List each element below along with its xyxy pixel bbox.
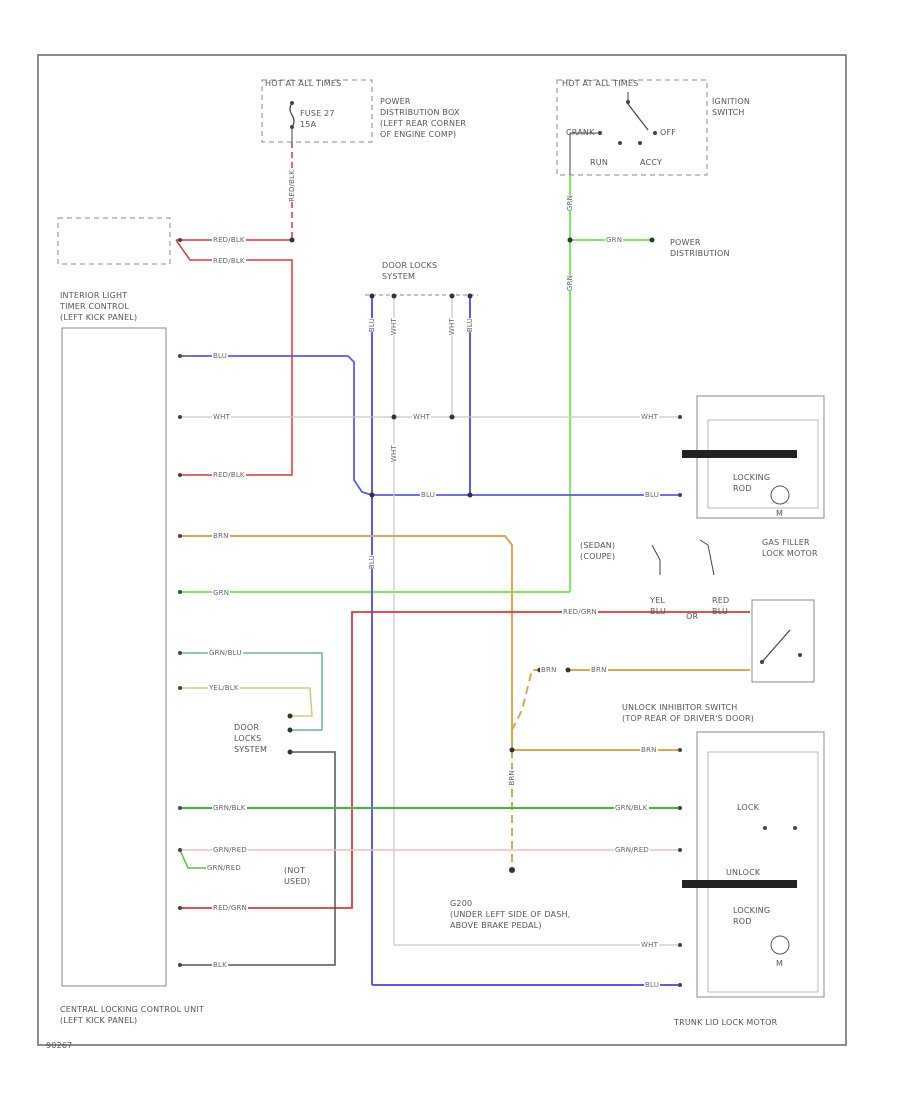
ignition-switch-label: IGNITION SWITCH — [712, 97, 751, 117]
wire-label-wht-4: WHT — [640, 940, 660, 951]
wire-label-grn-blk-1: GRN/BLK — [212, 803, 247, 814]
wire-label-brn-vertical: BRN — [507, 770, 518, 786]
motor-m-bottom: M — [776, 959, 784, 968]
wire-label-red-blk-2: RED/BLK — [212, 256, 246, 267]
wire-label-wht-3: WHT — [640, 412, 660, 423]
wire-label-grn-blu: GRN/BLU — [208, 648, 243, 659]
locking-rod-bar-bottom — [682, 880, 797, 888]
wire-label-brn-2: BRN — [590, 665, 608, 676]
locking-rod-label-bottom: LOCKING ROD — [733, 906, 771, 926]
wire-label-or: OR — [686, 612, 699, 621]
gas-filler-motor-box — [751, 599, 815, 683]
trunk-lid-motor-label: TRUNK LID LOCK MOTOR — [674, 1018, 778, 1027]
unlock-inhibitor-label: UNLOCK INHIBITOR SWITCH (TOP REAR OF DRI… — [622, 703, 755, 723]
wire-label-brn-3: BRN — [640, 745, 658, 756]
not-used-label: (NOT USED) — [284, 866, 311, 886]
motor-m-top: M — [776, 509, 784, 518]
wire-grn-ignition — [180, 175, 655, 593]
power-distribution-box-label: POWER DISTRIBUTION BOX (LEFT REAR CORNER… — [380, 97, 467, 139]
ignition-accy-label: ACCY — [640, 158, 663, 167]
diagram-frame — [37, 54, 847, 1046]
wire-label-yel-blu: YEL BLU — [650, 596, 667, 616]
wire-label-blu-vertical-1: BLU — [367, 318, 378, 333]
right-terminals — [678, 415, 682, 987]
wire-label-grn-vertical-1: GRN — [565, 195, 576, 212]
fuse-27-label: FUSE 27 15A — [300, 109, 335, 129]
wire-label-wht-vertical-3: WHT — [389, 445, 400, 463]
ignition-hot-label: HOT AT ALL TIMES — [562, 79, 639, 88]
wire-label-wht-vertical-2: WHT — [447, 318, 458, 336]
ignition-off-label: OFF — [660, 128, 677, 137]
wire-label-wht-1: WHT — [212, 412, 232, 423]
wire-label-blk: BLK — [212, 960, 228, 971]
wire-red-grn — [180, 611, 750, 909]
wire-blu — [180, 296, 680, 986]
wire-label-brn-4: BRN — [540, 665, 558, 676]
unlock-label: UNLOCK — [726, 868, 761, 877]
lock-label: LOCK — [737, 803, 760, 812]
wire-label-blu-2: BLU — [420, 490, 437, 501]
wire-label-grn-blk-2: GRN/BLK — [614, 803, 649, 814]
door-locks-system-mid-label: DOOR LOCKS SYSTEM — [234, 723, 268, 754]
locking-rod-label-top: LOCKING ROD — [733, 473, 771, 493]
wire-label-blu-vertical-3: BLU — [367, 555, 378, 570]
wire-label-wht-vertical-1: WHT — [389, 318, 400, 336]
ignition-crank-label: CRANK — [566, 128, 595, 137]
ignition-switch-box — [556, 79, 708, 176]
sedan-coupe-label: (SEDAN) (COUPE) — [580, 541, 616, 561]
wire-label-grn-red-1: GRN/RED — [212, 845, 248, 856]
fuse-box — [261, 79, 373, 143]
wire-label-yel-blk: YEL/BLK — [208, 683, 240, 694]
wire-label-grn-vertical-2: GRN — [565, 275, 576, 292]
wire-blk — [180, 751, 336, 966]
central-locking-unit-box — [61, 327, 167, 987]
left-terminals — [178, 238, 182, 967]
wire-red-blk-fuse — [175, 142, 295, 476]
central-locking-label: CENTRAL LOCKING CONTROL UNIT (LEFT KICK … — [60, 1005, 204, 1025]
power-distribution-label: POWER DISTRIBUTION — [670, 238, 730, 258]
ignition-run-label: RUN — [590, 158, 608, 167]
wire-label-brn-1: BRN — [212, 531, 230, 542]
wire-label-grn: GRN — [212, 588, 231, 599]
wire-label-grn-red-2: GRN/RED — [614, 845, 650, 856]
wire-label-red-blk-vertical: RED/BLK — [287, 170, 298, 202]
door-locks-system-top-label: DOOR LOCKS SYSTEM — [382, 261, 438, 281]
wire-label-blu-vertical-2: BLU — [465, 318, 476, 333]
wire-label-red-blk-1: RED/BLK — [212, 235, 246, 246]
wire-label-grn-red-3: GRN/RED — [206, 863, 242, 874]
wire-label-wht-2: WHT — [412, 412, 432, 423]
wire-label-grn-pd: GRN — [605, 235, 624, 246]
wire-label-blu-4: BLU — [644, 980, 661, 991]
fuse-hot-label: HOT AT ALL TIMES — [265, 79, 342, 88]
interior-light-label: INTERIOR LIGHT TIMER CONTROL (LEFT KICK … — [60, 291, 138, 322]
wire-label-red-blk-3: RED/BLK — [212, 470, 246, 481]
locking-rod-bar-top — [682, 450, 797, 458]
wire-grn-blu — [180, 652, 323, 731]
interior-light-connector — [57, 217, 171, 265]
trunk-lid-lock-box — [696, 731, 825, 998]
fuse-symbol — [289, 102, 295, 128]
wire-label-red-grn-1: RED/GRN — [562, 607, 598, 618]
wire-label-blu-1: BLU — [212, 351, 229, 362]
figure-id: 90267 — [46, 1041, 73, 1050]
wire-wht — [180, 296, 680, 946]
gas-filler-label: GAS FILLER LOCK MOTOR — [762, 538, 818, 558]
wire-label-blu-3: BLU — [644, 490, 661, 501]
ground-g200-label: G200 (UNDER LEFT SIDE OF DASH, ABOVE BRA… — [450, 899, 571, 930]
wire-label-red-grn-2: RED/GRN — [212, 903, 248, 914]
wire-label-red-blu: RED BLU — [712, 596, 730, 616]
